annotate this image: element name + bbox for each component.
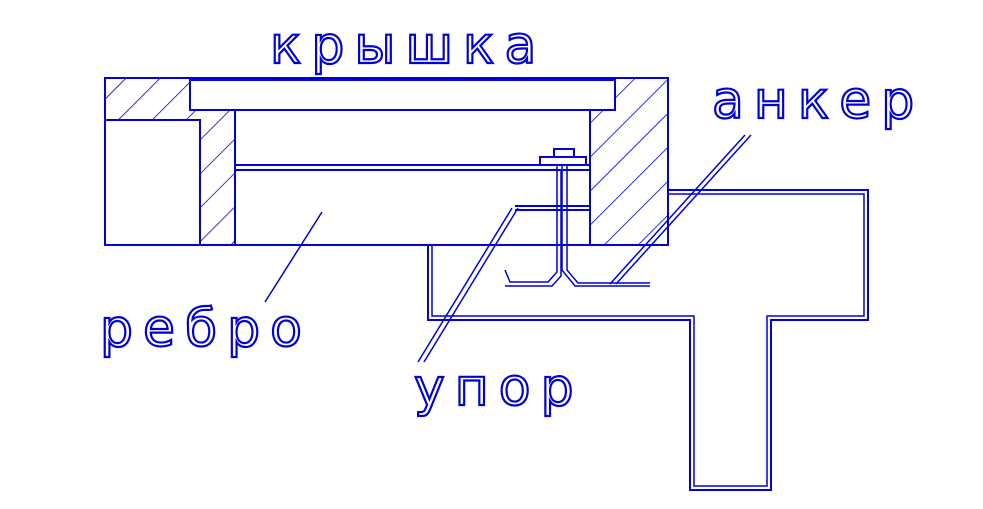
stop-plate bbox=[515, 205, 590, 211]
right-hatched-section bbox=[590, 78, 668, 245]
left-hatched-section bbox=[105, 78, 235, 245]
label-anchor: анкер bbox=[712, 71, 924, 131]
label-stop: упор bbox=[414, 358, 584, 418]
base-body-inner-edge bbox=[431, 193, 865, 487]
left-hatched-outline bbox=[190, 109, 236, 245]
base-body-outline bbox=[427, 189, 869, 491]
leader-anchor-2 bbox=[615, 134, 752, 285]
leader-rib bbox=[264, 211, 323, 303]
label-lid: крышка bbox=[270, 16, 546, 76]
label-rib: ребро bbox=[100, 299, 312, 359]
leader-stop-2 bbox=[423, 207, 519, 363]
leader-stop bbox=[417, 207, 513, 363]
left-block bbox=[104, 119, 201, 246]
leader-anchor bbox=[609, 134, 746, 285]
anchor-bolt bbox=[504, 148, 650, 287]
lid-plate bbox=[189, 79, 616, 111]
